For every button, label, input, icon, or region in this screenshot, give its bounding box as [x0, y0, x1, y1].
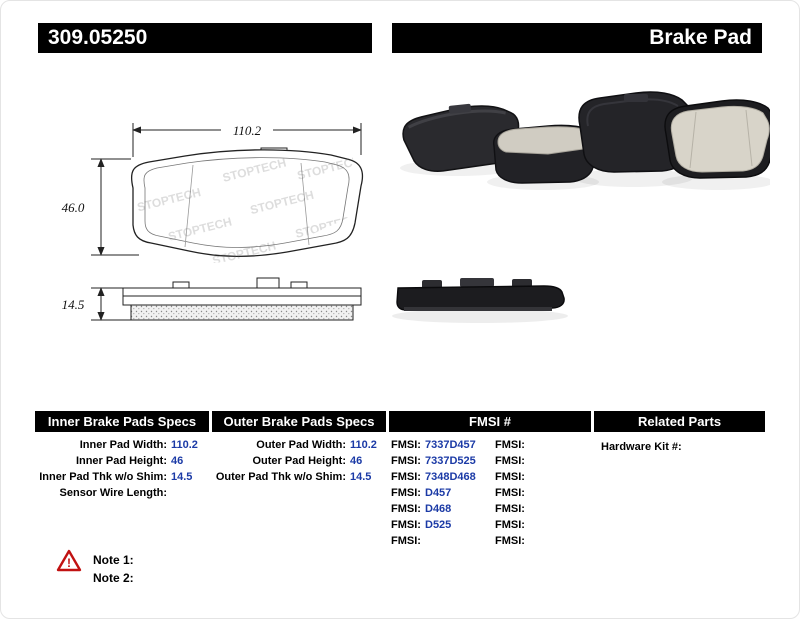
photo-pad-friction-front [664, 99, 770, 179]
fmsi-value: D525 [425, 519, 452, 531]
spec-row: Inner Pad Width: 110.2 [35, 437, 209, 453]
product-photos [392, 91, 770, 323]
fmsi-column: FMSI: 7337D457 FMSI: FMSI: 7337D525 FMSI: … [391, 437, 601, 549]
part-number: 309.05250 [48, 26, 148, 49]
spec-value: 14.5 [171, 471, 193, 483]
part-number-bar: 309.05250 [38, 23, 372, 53]
fmsi-row: FMSI: D468 FMSI: [391, 501, 601, 517]
product-name-bar: Brake Pad [392, 23, 762, 53]
fmsi-label: FMSI: [391, 439, 421, 451]
inner-specs-header: Inner Brake Pads Specs [35, 411, 209, 432]
thickness-dimension-label: 14.5 [62, 297, 85, 312]
inner-specs-column: Inner Pad Width: 110.2 Inner Pad Height:… [35, 437, 209, 501]
fmsi-label: FMSI: [495, 535, 525, 547]
fmsi-label: FMSI: [495, 519, 525, 531]
fmsi-label: FMSI: [391, 503, 421, 515]
height-dimension [91, 158, 139, 256]
fmsi-label: FMSI: [391, 535, 421, 547]
outer-specs-column: Outer Pad Width: 110.2 Outer Pad Height:… [212, 437, 386, 485]
spec-row: Inner Pad Thk w/o Shim: 14.5 [35, 469, 209, 485]
fmsi-row: FMSI: 7337D525 FMSI: [391, 453, 601, 469]
spec-label: Outer Pad Thk w/o Shim: [215, 471, 346, 483]
spec-row: Outer Pad Width: 110.2 [212, 437, 386, 453]
fmsi-value: 7348D468 [425, 471, 476, 483]
note-2-label: Note 2: [93, 571, 134, 585]
related-parts-column: Hardware Kit #: [601, 439, 686, 455]
fmsi-row: FMSI: FMSI: [391, 533, 601, 549]
outer-specs-header: Outer Brake Pads Specs [212, 411, 386, 432]
spec-value: 46 [171, 455, 184, 467]
technical-drawing: 110.2 46.0 STOPTECH STOPTECH STOPTECH ST… [62, 121, 364, 321]
pad-front-view: STOPTECH STOPTECH STOPTECH STOPTECH STOP… [130, 147, 364, 268]
photo-pad-side [396, 278, 565, 311]
fmsi-label: FMSI: [495, 455, 525, 467]
spec-label: Hardware Kit #: [601, 441, 682, 453]
fmsi-label: FMSI: [391, 455, 421, 467]
fmsi-value: 7337D457 [425, 439, 476, 451]
thickness-dimension [91, 287, 135, 321]
fmsi-value: 7337D525 [425, 455, 476, 467]
fmsi-label: FMSI: [391, 519, 421, 531]
width-dimension-label: 110.2 [233, 123, 262, 138]
photo-pad-friction-up [493, 124, 601, 184]
fmsi-label: FMSI: [391, 471, 421, 483]
spec-label: Inner Pad Thk w/o Shim: [39, 471, 167, 483]
spec-label: Inner Pad Height: [75, 455, 167, 467]
spec-label: Outer Pad Width: [256, 439, 346, 451]
fmsi-label: FMSI: [391, 487, 421, 499]
note-1-label: Note 1: [93, 553, 134, 567]
fmsi-label: FMSI: [495, 471, 525, 483]
fmsi-value: D468 [425, 503, 452, 515]
fmsi-value: D457 [425, 487, 452, 499]
fmsi-row: FMSI: D525 FMSI: [391, 517, 601, 533]
pad-side-view [122, 277, 362, 321]
fmsi-row: FMSI: 7337D457 FMSI: [391, 437, 601, 453]
height-dimension-label: 46.0 [62, 200, 85, 215]
dim-label-mask [221, 121, 273, 138]
warning-icon: ! [56, 549, 82, 572]
spec-value: 14.5 [350, 471, 372, 483]
spec-row: Hardware Kit #: [601, 439, 686, 455]
spec-row: Inner Pad Height: 46 [35, 453, 209, 469]
spec-label: Inner Pad Width: [79, 439, 167, 451]
spec-value: 46 [350, 455, 363, 467]
related-parts-header: Related Parts [594, 411, 765, 432]
spec-row: Sensor Wire Length: [35, 485, 209, 501]
spec-label: Sensor Wire Length: [59, 487, 167, 499]
fmsi-label: FMSI: [495, 439, 525, 451]
fmsi-label: FMSI: [495, 487, 525, 499]
spec-label: Outer Pad Height: [252, 455, 346, 467]
spec-row: Outer Pad Thk w/o Shim: 14.5 [212, 469, 386, 485]
fmsi-row: FMSI: D457 FMSI: [391, 485, 601, 501]
spec-value: 110.2 [350, 439, 377, 451]
product-name: Brake Pad [649, 26, 752, 49]
spec-row: Outer Pad Height: 46 [212, 453, 386, 469]
fmsi-header: FMSI # [389, 411, 591, 432]
spec-value: 110.2 [171, 439, 198, 451]
fmsi-row: FMSI: 7348D468 FMSI: [391, 469, 601, 485]
photo-pad-back-angled [402, 103, 520, 172]
svg-text:!: ! [67, 556, 71, 570]
fmsi-label: FMSI: [495, 503, 525, 515]
